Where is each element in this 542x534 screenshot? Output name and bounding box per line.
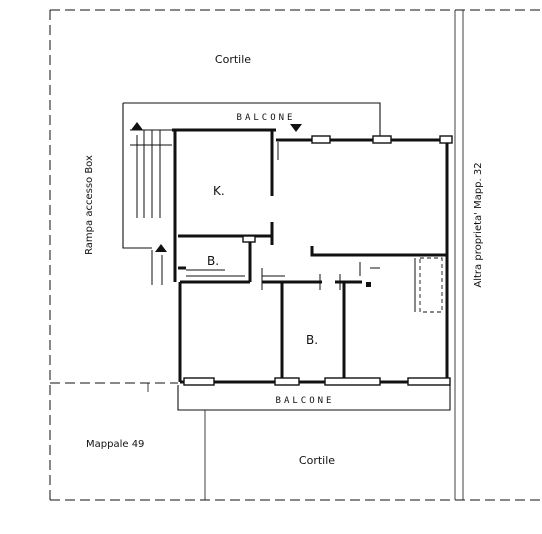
balcony-bottom-outline: [177, 385, 451, 411]
property-lines: [147, 10, 464, 500]
label-bath-large: B.: [306, 333, 318, 347]
label-balcony-bottom: BALCONE: [276, 396, 335, 406]
ramp-arrow-up-icon: [131, 122, 167, 252]
pillar: [366, 282, 371, 287]
building-walls: [172, 128, 449, 384]
label-balcony-top: BALCONE: [237, 113, 296, 123]
label-courtyard-top: Cortile: [215, 53, 251, 66]
entrance-arrow-icon: [290, 124, 302, 132]
windows: [183, 135, 453, 386]
label-courtyard-bottom: Cortile: [299, 454, 335, 467]
ramp-stripes: [130, 129, 172, 285]
label-neighbor: Altra proprieta' Mapp. 32: [473, 162, 484, 287]
wardrobe-dashed: [419, 257, 443, 313]
label-bath-small: B.: [207, 254, 219, 268]
label-ramp: Rampa accesso Box: [84, 155, 95, 255]
label-kitchen: K.: [213, 184, 225, 198]
lot-boundary: [49, 9, 542, 501]
balcony-top-outline: [122, 102, 381, 249]
thin-lines: [186, 142, 416, 312]
label-parcel: Mappale 49: [86, 439, 144, 450]
